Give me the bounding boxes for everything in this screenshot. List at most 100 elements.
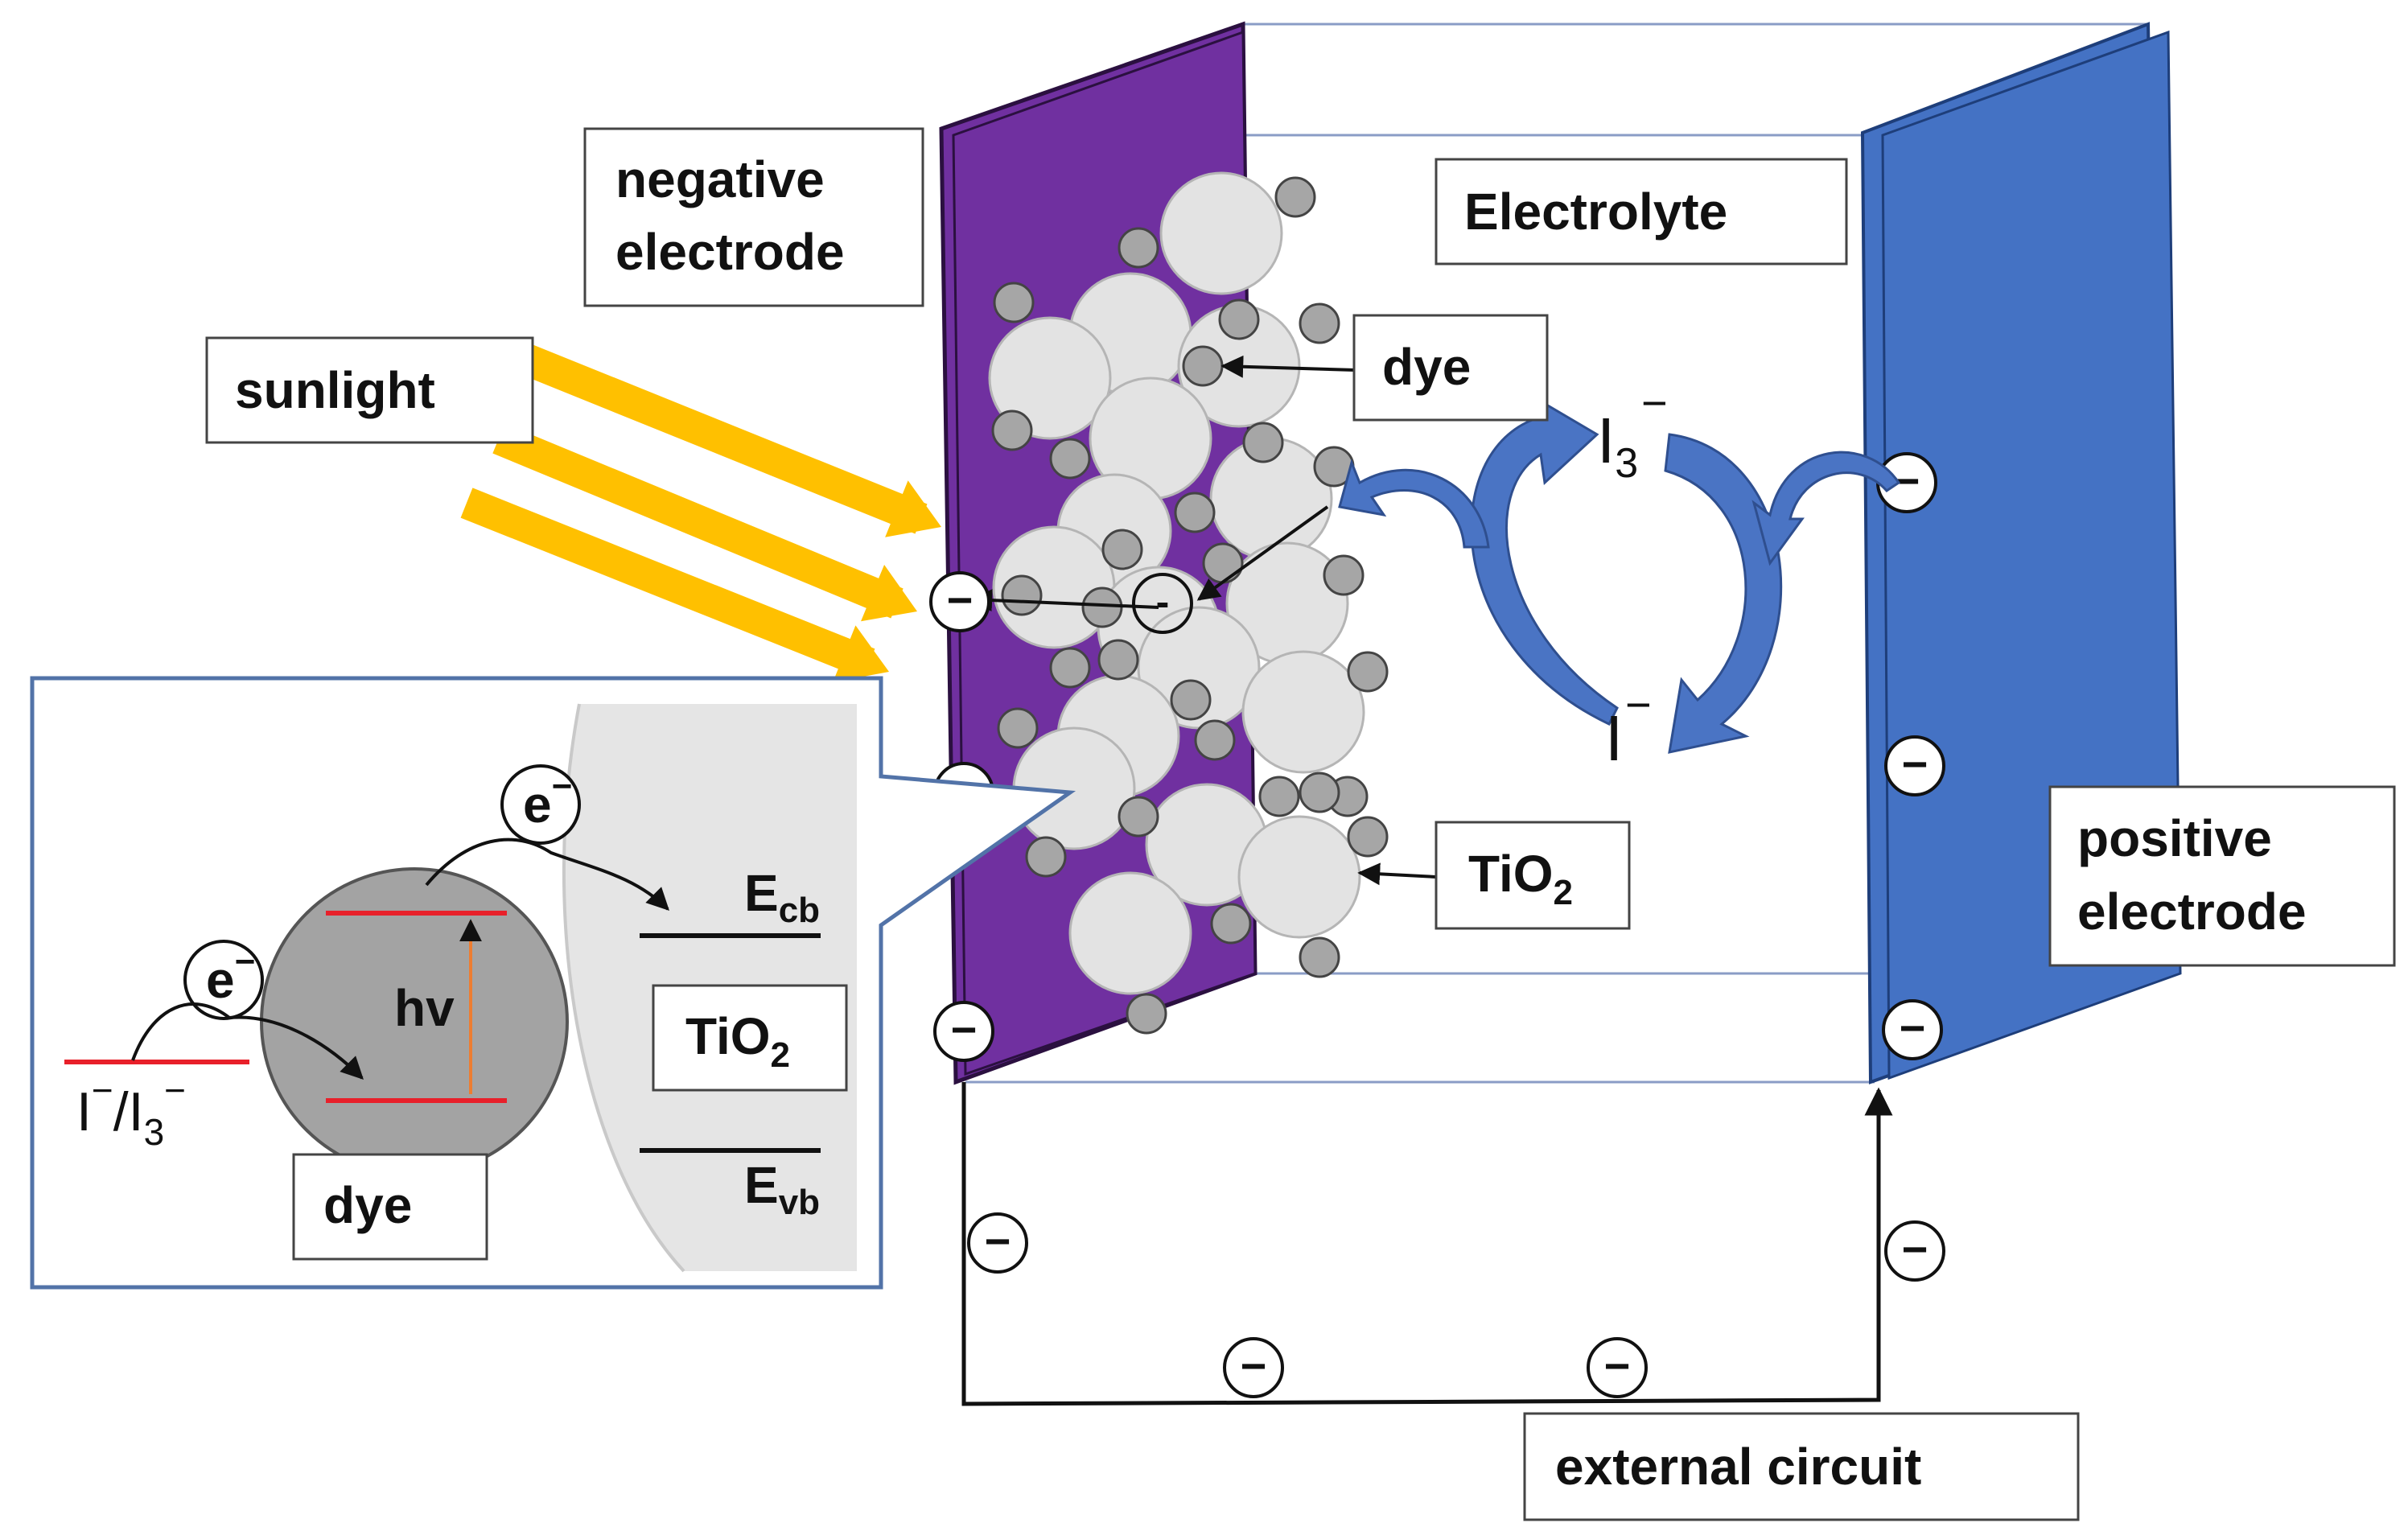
electron-sign: − (1902, 739, 1928, 789)
electron-on-particle-sign: - (1156, 579, 1170, 624)
label-electrolyte: Electrolyte (1435, 158, 1848, 265)
dye-dot (1242, 422, 1284, 463)
electron-circle (1882, 999, 1943, 1060)
external-circuit-wire (961, 1082, 1893, 1406)
svg-text:−: − (1641, 377, 1668, 428)
svg-text:Electrolyte: Electrolyte (1464, 183, 1727, 241)
dye-dot (1218, 298, 1260, 340)
dye-dot (1323, 554, 1365, 596)
electron-sign: − (951, 1004, 978, 1055)
tio2-particle (1068, 871, 1192, 995)
cycle-arrow-from-cathode (1751, 451, 1901, 566)
label-i3-ion: I3 − (1597, 377, 1668, 487)
dye-dot (1210, 903, 1252, 945)
electron-circle (1884, 735, 1945, 796)
inset-electron-top: e− (500, 764, 581, 845)
tio2-particle (988, 316, 1112, 440)
sunlight-beams (460, 343, 941, 682)
dye-dot (1174, 492, 1216, 533)
label-i-ion: I − (1605, 679, 1652, 774)
dye-dot (1299, 772, 1340, 813)
svg-text:dye: dye (1382, 338, 1471, 396)
svg-text:negative: negative (615, 150, 825, 208)
svg-text:I: I (1605, 702, 1623, 774)
inset-callout: hv I−/I3− Ecb Evb TiO2 dye e− e− (30, 676, 1076, 1290)
svg-text:e−: e− (523, 767, 572, 833)
dye-dot (1101, 529, 1143, 570)
label-tio2: TiO2 (1435, 821, 1631, 930)
label-dye: dye (1352, 314, 1549, 422)
dye-dot (1049, 438, 1091, 479)
tio2-particle (1237, 815, 1361, 939)
dye-dot (1097, 639, 1139, 681)
dye-dot (1194, 719, 1236, 761)
label-positive-electrode: positive electrode (2048, 785, 2396, 967)
electron-sign: − (985, 1216, 1011, 1266)
dye-dot (1025, 836, 1067, 878)
svg-text:TiO2: TiO2 (1468, 845, 1573, 912)
dye-dot (1118, 227, 1159, 269)
dye-dot (1081, 586, 1123, 628)
dye-dot (1049, 647, 1091, 689)
dye-dot (1258, 776, 1300, 817)
svg-text:positive: positive (2077, 809, 2272, 867)
label-negative-electrode: negative electrode (583, 127, 924, 307)
cycle-arrow-to-dye (1338, 459, 1490, 549)
svg-text:−: − (1625, 679, 1652, 730)
electron-circle (929, 571, 990, 632)
dye-dot (1170, 679, 1212, 721)
tio2-particle (1241, 650, 1365, 774)
sunlight-beam (460, 488, 875, 679)
dye-dot (993, 282, 1035, 323)
inset-arrow-redox-to-dye (131, 1002, 364, 1080)
dye-dot (1299, 302, 1340, 344)
inset-arrow-dye-to-tio2 (425, 838, 669, 911)
dye-dot (1299, 936, 1340, 978)
inset-evb-label: Evb (744, 1156, 820, 1222)
dye-dot (1347, 651, 1389, 693)
dye-molecules (991, 176, 1389, 1035)
sunlight-arrowhead (833, 625, 889, 682)
svg-text:electrode: electrode (2077, 883, 2307, 940)
electron-circle (967, 1212, 1028, 1274)
inset-ecb-label: Ecb (744, 864, 820, 930)
electron-circle (1587, 1337, 1648, 1398)
dye-dot (1001, 574, 1043, 616)
tio2-particle (1159, 171, 1283, 295)
electron-circle (1223, 1337, 1284, 1398)
inset-hv-label: hv (394, 979, 455, 1037)
dye-pointer (1220, 355, 1356, 378)
cycle-arrow-right (1664, 433, 1783, 754)
electron-sign: − (1902, 1224, 1928, 1274)
label-external-circuit: external circuit (1523, 1412, 2080, 1521)
dye-dot (1182, 345, 1224, 387)
sunlight-arrowhead (861, 564, 917, 622)
inset-tio2-label: TiO2 (685, 1007, 790, 1075)
inset-redox-label: I−/I3− (76, 1069, 186, 1153)
dye-dot (1118, 796, 1159, 838)
dye-dot (1126, 993, 1167, 1035)
svg-text:I3: I3 (1597, 405, 1638, 487)
sunlight-arrowhead (885, 480, 941, 537)
inset-dye-label: dye (323, 1176, 412, 1234)
tio2-pointer (1357, 862, 1437, 886)
dye-dot (1202, 542, 1244, 584)
electron-on-particle (1132, 573, 1193, 634)
electron-sign: − (1241, 1340, 1267, 1391)
svg-text:sunlight: sunlight (235, 361, 435, 419)
dye-dot (997, 707, 1039, 749)
svg-text:electrode: electrode (615, 223, 845, 281)
inset-electron-left: e− (183, 940, 264, 1020)
dye-dot (1274, 176, 1316, 218)
electron-sign: − (947, 574, 973, 625)
dye-dot (1347, 816, 1389, 858)
svg-text:e−: e− (206, 942, 255, 1009)
sunlight-beam (492, 423, 904, 619)
electron-circle (1884, 1220, 1945, 1282)
dye-dot (991, 410, 1033, 451)
sunlight-beam (517, 343, 928, 534)
cycle-arrow-left (1470, 391, 1619, 726)
label-pointers (1220, 355, 1437, 886)
electron-circle (933, 1001, 994, 1062)
